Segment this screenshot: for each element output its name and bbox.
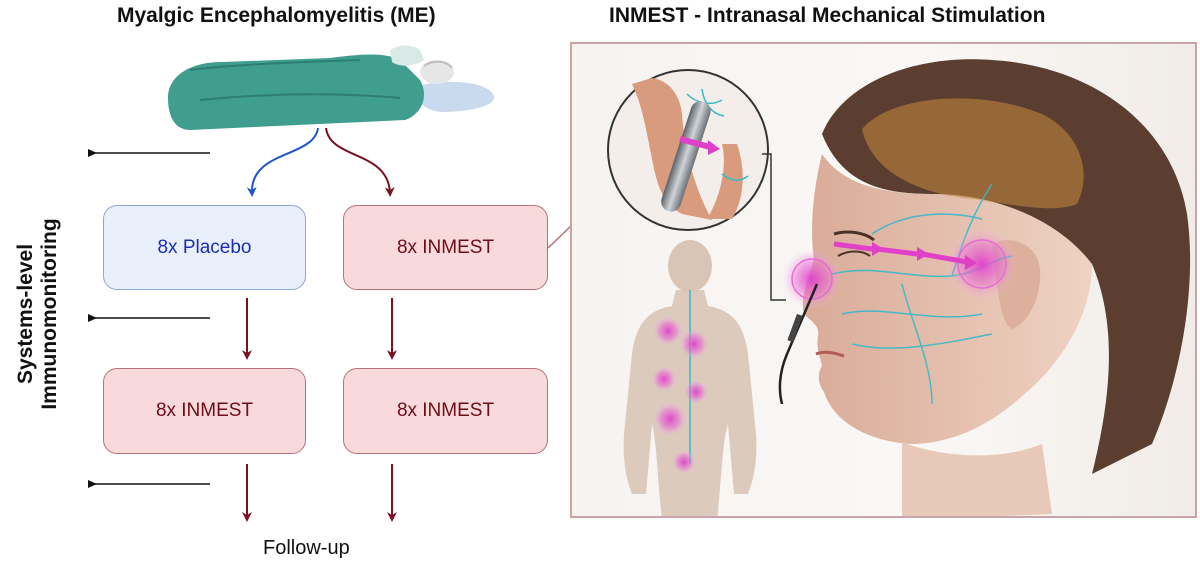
followup-label: Follow-up — [263, 537, 350, 559]
inmest-box-2: 8x INMEST — [103, 368, 306, 454]
inmest-illustration-panel — [570, 42, 1197, 518]
inmest-label-1: 8x INMEST — [396, 236, 495, 258]
arrow-to-placebo — [246, 127, 319, 197]
face-profile-illustration — [778, 59, 1191, 516]
body-organs-illustration — [623, 240, 757, 516]
panel-illustration — [607, 59, 1191, 516]
patient-in-bed-illustration — [168, 45, 495, 130]
inmest-label-3: 8x INMEST — [396, 400, 495, 421]
placebo-box: 8x Placebo — [103, 205, 306, 290]
panel-connector — [547, 224, 573, 249]
nasal-probe-inset — [607, 69, 786, 301]
inmest-box-1: 8x INMEST — [343, 205, 548, 290]
inmest-label-2: 8x INMEST — [155, 400, 254, 421]
placebo-label: 8x Placebo — [157, 236, 252, 258]
arrow-to-inmest — [325, 127, 395, 197]
title-right: INMEST - Intranasal Mechanical Stimulati… — [609, 4, 1046, 27]
inmest-box-3: 8x INMEST — [343, 368, 548, 454]
title-left: Myalgic Encephalomyelitis (ME) — [117, 4, 436, 27]
